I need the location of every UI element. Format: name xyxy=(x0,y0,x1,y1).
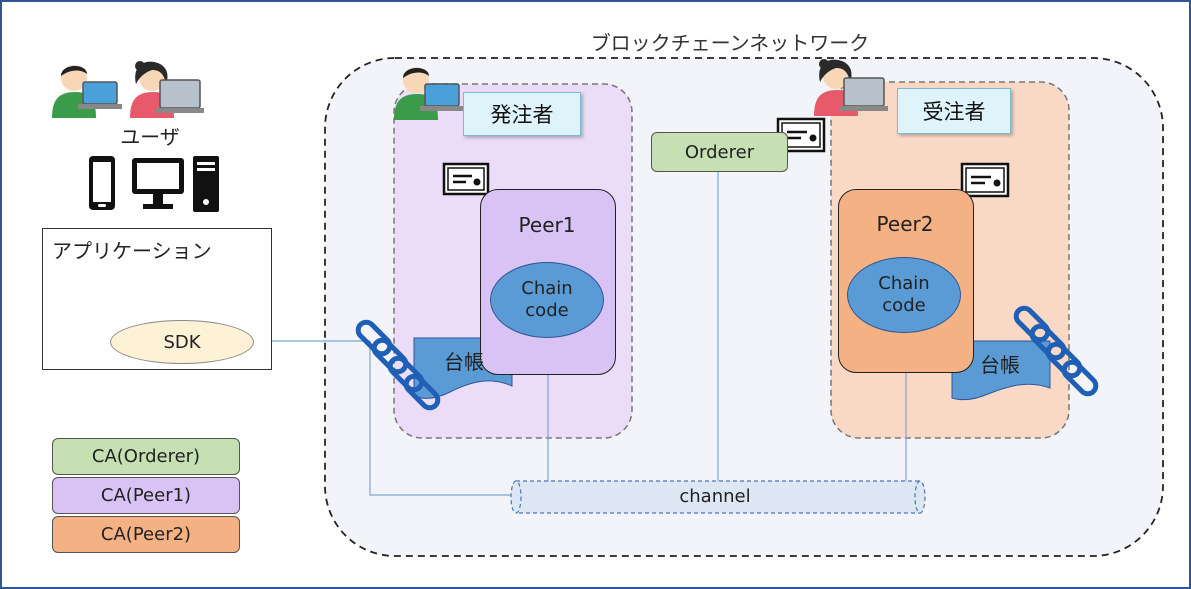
channel-pipe xyxy=(510,480,926,514)
sdk-node: SDK xyxy=(110,320,254,364)
monitor-icon xyxy=(132,158,184,209)
woman-with-laptop-icon xyxy=(814,59,888,116)
desktop-tower-icon xyxy=(193,156,219,212)
org1-label: 発注者 xyxy=(463,92,581,136)
smartphone-icon xyxy=(89,156,115,210)
channel-label: channel xyxy=(679,485,751,507)
ca-peer1-box: CA(Peer1) xyxy=(52,477,240,514)
certificate-icon xyxy=(442,162,490,196)
ca-peer2-box: CA(Peer2) xyxy=(52,516,240,553)
org2-label: 受注者 xyxy=(897,88,1011,134)
ledger2-label: 台帳 xyxy=(980,352,1020,377)
ledger2-document xyxy=(951,340,1051,401)
peer2-label: Peer2 xyxy=(876,212,934,236)
network-title: ブロックチェーンネットワーク xyxy=(590,30,870,55)
ledger-to-channel-line xyxy=(369,341,512,496)
user-label: ユーザ xyxy=(120,124,180,149)
peer1-label: Peer1 xyxy=(518,213,576,237)
orderer-node: Orderer xyxy=(651,132,788,172)
ca-orderer-box: CA(Orderer) xyxy=(52,438,240,475)
chain-link-icon xyxy=(1013,305,1099,397)
ledger1-label: 台帳 xyxy=(444,349,484,374)
woman-with-laptop-icon xyxy=(130,61,204,118)
man-with-laptop-icon xyxy=(394,67,464,120)
certificate-icon xyxy=(960,162,1010,198)
man-with-laptop-icon xyxy=(52,65,122,118)
application-label: アプリケーション xyxy=(52,238,212,263)
